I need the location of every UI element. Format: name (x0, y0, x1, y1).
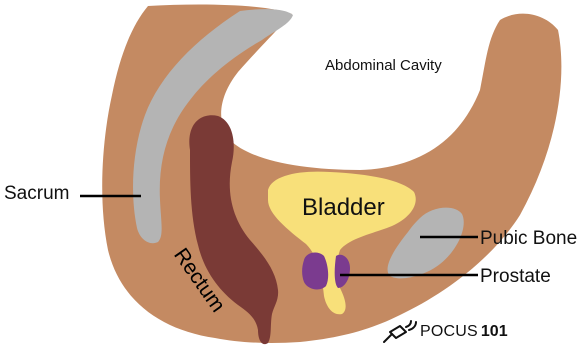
bladder-label: Bladder (302, 194, 385, 222)
logo-number: 101 (481, 323, 508, 341)
ultrasound-probe-icon (380, 318, 420, 346)
sacrum-label: Sacrum (4, 183, 69, 205)
abdominal-cavity-label: Abdominal Cavity (325, 57, 442, 74)
pubic-bone-label: Pubic Bone (480, 228, 577, 250)
pocus-logo: POCUS 101 (380, 318, 508, 346)
logo-text: POCUS (420, 323, 478, 341)
prostate-label: Prostate (480, 266, 551, 288)
